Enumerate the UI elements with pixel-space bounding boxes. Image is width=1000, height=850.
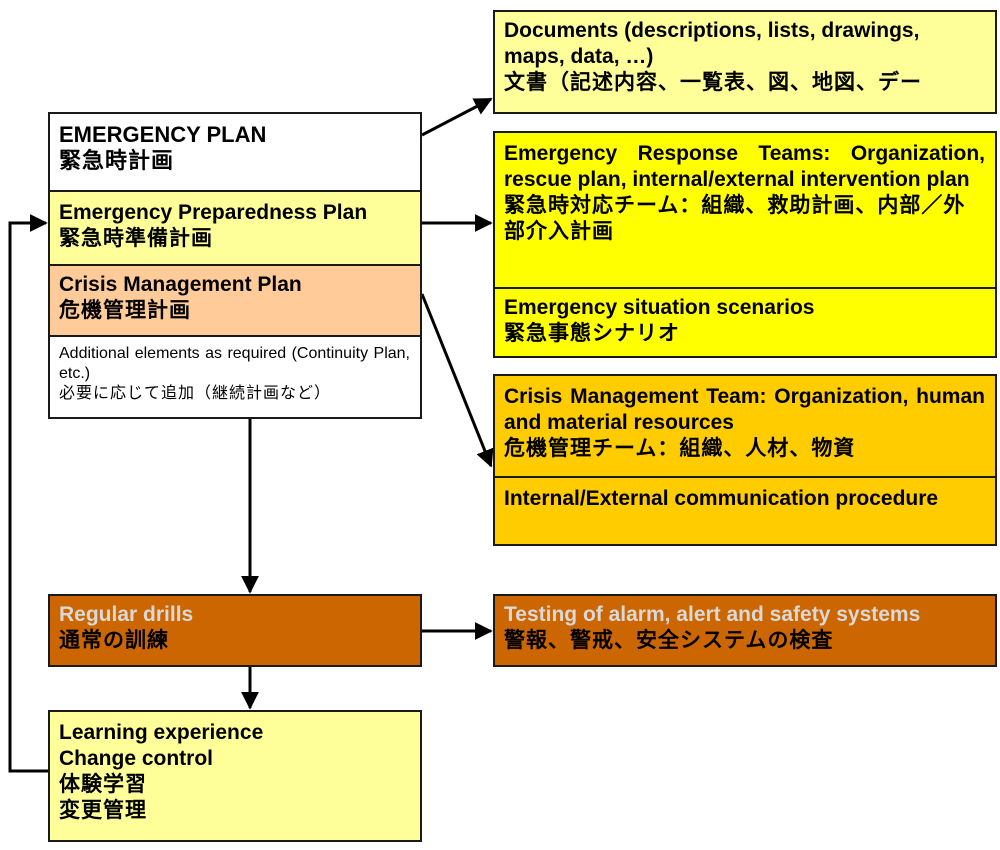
learning-section: Learning experience Change control 体験学習 … <box>50 712 420 840</box>
regular-drills-box: Regular drills 通常の訓練 <box>48 594 422 667</box>
additional-elements-section: Additional elements as required (Continu… <box>50 335 420 417</box>
regular-drills-en: Regular drills <box>59 603 194 626</box>
documents-box: Documents (descriptions, lists, drawings… <box>493 10 997 114</box>
scenarios-en: Emergency situation scenarios <box>504 296 815 319</box>
crisis-team-section: Crisis Management Team: Organization, hu… <box>495 376 995 476</box>
communication-section: Internal/External communication procedur… <box>495 476 995 544</box>
emergency-plan-title-en: EMERGENCY PLAN <box>59 122 267 147</box>
learning-experience-jp: 体験学習 <box>59 773 147 796</box>
crisis-management-plan-section: Crisis Management Plan 危機管理計画 <box>50 264 420 335</box>
response-teams-section: Emergency Response Teams: Organization, … <box>495 133 995 287</box>
documents-section: Documents (descriptions, lists, drawings… <box>495 12 995 112</box>
scenarios-jp: 緊急事態シナリオ <box>504 322 680 345</box>
testing-box: Testing of alarm, alert and safety syste… <box>493 594 997 667</box>
additional-elements-jp: 必要に応じて追加（継続計画など） <box>59 385 332 402</box>
emergency-plan-box: EMERGENCY PLAN 緊急時計画 Emergency Preparedn… <box>48 112 422 419</box>
testing-en: Testing of alarm, alert and safety syste… <box>504 603 921 626</box>
feedback-loop-line <box>8 214 48 773</box>
response-teams-jp: 緊急時対応チーム：組織、救助計画、内部／外部介入計画 <box>504 194 966 243</box>
crisis-plan-en: Crisis Management Plan <box>59 273 302 296</box>
preparedness-plan-jp: 緊急時準備計画 <box>59 227 213 250</box>
documents-en: Documents (descriptions, lists, drawings… <box>504 19 920 68</box>
additional-elements-en: Additional elements as required (Continu… <box>59 345 410 382</box>
arrow-plan-to-documents <box>421 97 493 137</box>
crisis-team-jp: 危機管理チーム：組織、人材、物資 <box>504 437 856 460</box>
testing-section: Testing of alarm, alert and safety syste… <box>495 596 995 665</box>
communication-en: Internal/External communication procedur… <box>504 487 939 510</box>
preparedness-plan-section: Emergency Preparedness Plan 緊急時準備計画 <box>50 190 420 264</box>
change-control-en: Change control <box>59 747 214 770</box>
learning-experience-en: Learning experience <box>59 721 264 744</box>
change-control-jp: 変更管理 <box>59 799 147 822</box>
regular-drills-jp: 通常の訓練 <box>59 629 169 652</box>
response-teams-box: Emergency Response Teams: Organization, … <box>493 131 997 358</box>
testing-jp: 警報、警戒、安全システムの検査 <box>504 629 834 652</box>
crisis-team-en: Crisis Management Team: Organization, hu… <box>504 385 985 434</box>
response-teams-en: Emergency Response Teams: Organization, … <box>504 142 985 191</box>
arrow-crisis-to-crisis-team <box>420 293 494 468</box>
learning-box: Learning experience Change control 体験学習 … <box>48 710 422 842</box>
preparedness-plan-en: Emergency Preparedness Plan <box>59 201 368 224</box>
regular-drills-section: Regular drills 通常の訓練 <box>50 596 420 665</box>
crisis-team-box: Crisis Management Team: Organization, hu… <box>493 374 997 546</box>
emergency-plan-title-jp: 緊急時計画 <box>59 148 175 173</box>
emergency-plan-header: EMERGENCY PLAN 緊急時計画 <box>50 114 420 190</box>
crisis-plan-jp: 危機管理計画 <box>59 299 191 322</box>
documents-jp: 文書（記述内容、一覧表、図、地図、デー <box>504 71 922 94</box>
scenarios-section: Emergency situation scenarios 緊急事態シナリオ <box>495 287 995 356</box>
